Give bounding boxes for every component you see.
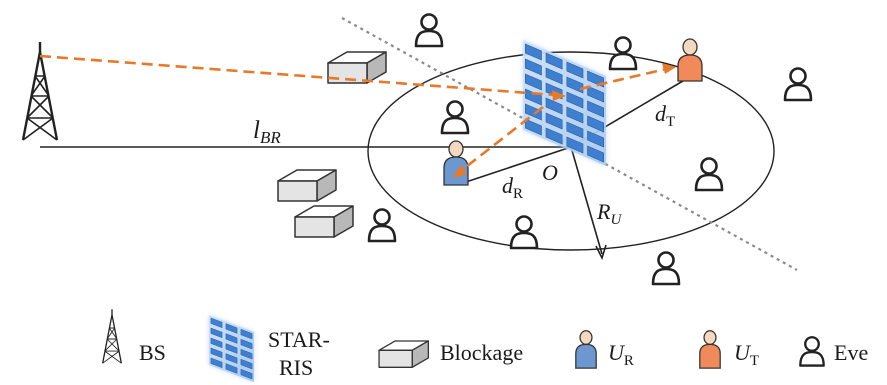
ris-element (587, 85, 605, 103)
ris-element (524, 43, 542, 61)
ris-element (225, 363, 238, 374)
star-ris-surface (523, 40, 606, 166)
ris-element (587, 100, 605, 118)
ris-element (566, 76, 584, 94)
ris-element (545, 67, 563, 85)
legend-eve-icon (799, 336, 825, 367)
legend-user-r-icon (575, 330, 597, 369)
eve-icon (367, 208, 397, 243)
user-t-icon (677, 38, 703, 82)
legend: BS STAR- RIS Blockage UR UT Eve (101, 308, 868, 382)
ris-element (566, 106, 584, 124)
d-r-line (465, 146, 572, 183)
eve-icon (783, 67, 813, 102)
radius-line (570, 146, 603, 255)
r-u-label: RU (596, 199, 622, 228)
ris-element (210, 327, 223, 339)
legend-blockage-icon (378, 340, 429, 368)
legend-bs-icon (101, 308, 123, 364)
ris-element (545, 112, 563, 130)
ris-element (524, 58, 542, 76)
signal-arrowheads (452, 63, 676, 178)
eve-icon (440, 100, 470, 135)
ris-element (566, 136, 584, 154)
ris-element (225, 323, 238, 334)
ris-element (240, 328, 253, 340)
eve-icon (414, 13, 444, 48)
ris-element (545, 52, 563, 70)
legend-star-ris-icon (209, 315, 254, 382)
radius-arrowhead (595, 244, 607, 261)
legend-star-ris-label-line1: STAR- (268, 327, 330, 352)
legend-user-r-label: UR (608, 340, 634, 369)
ris-element (240, 338, 253, 350)
blockage-box-3 (294, 205, 354, 238)
ris-element (225, 353, 238, 364)
bs-distance-label: lBR (253, 117, 281, 147)
legend-blockage-label: Blockage (440, 340, 523, 365)
ris-element (524, 103, 542, 121)
ris-element (240, 358, 253, 370)
ris-element (545, 97, 563, 115)
coverage-area-ellipse (367, 51, 775, 251)
ris-element (545, 127, 563, 145)
blockage-box-2 (277, 169, 337, 202)
legend-eve-label: Eve (834, 340, 868, 365)
legend-user-t-icon (699, 330, 721, 369)
origin-label: O (542, 160, 558, 185)
ris-element (566, 61, 584, 79)
legend-star-ris-label-line2: RIS (279, 355, 313, 380)
ris-element (210, 317, 223, 329)
eve-icon (651, 251, 681, 286)
eve-icon (694, 157, 724, 192)
ris-element (524, 73, 542, 91)
ris-element (524, 118, 542, 136)
legend-bs-label: BS (139, 340, 166, 365)
ris-element (210, 347, 223, 359)
ris-element (240, 368, 253, 380)
ris-element (566, 121, 584, 139)
signal-paths (39, 54, 667, 172)
ris-element (225, 333, 238, 344)
legend-user-t-label: UT (734, 340, 759, 369)
ris-element (210, 357, 223, 369)
ris-element (240, 348, 253, 360)
ris-element (587, 115, 605, 133)
ris-element (225, 343, 238, 354)
d-t-label: dT (655, 101, 675, 130)
ris-element (587, 70, 605, 88)
ris-element (587, 130, 605, 148)
d-r-label: dR (502, 173, 523, 202)
ris-element (210, 337, 223, 349)
ris-element (587, 145, 605, 163)
eve-icon (509, 215, 539, 250)
eve-icon (608, 36, 638, 71)
ris-element (566, 91, 584, 109)
